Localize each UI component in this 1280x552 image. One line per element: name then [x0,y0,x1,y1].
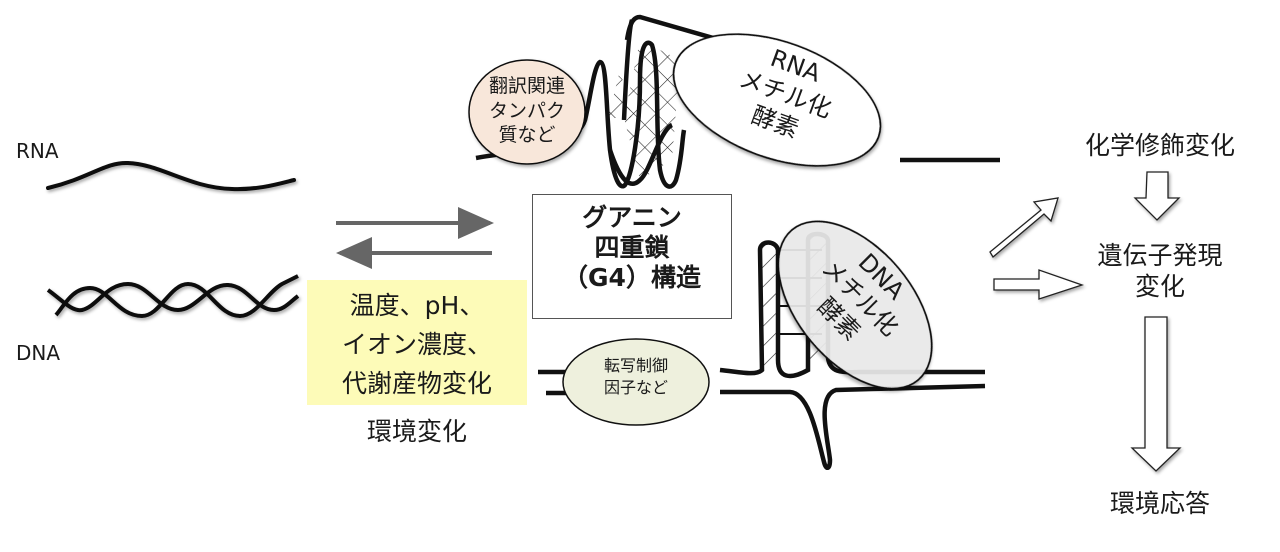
dna-label: DNA [16,341,61,365]
transcription-factor-line-2: 因子など [603,378,668,398]
diagonal-arrow-to-chemical-modification [989,197,1059,258]
rna-methylase-ellipse [672,33,882,167]
environmental-response-label: 環境応答 [1109,489,1210,518]
env-line-3: 代謝産物変化 [341,369,492,398]
transcription-factor-line-1: 転写制御 [603,356,668,375]
arrow-to-gene-expression [993,269,1085,300]
dna-double-helix [46,274,300,319]
dna-methylase-ellipse [777,220,933,390]
arrow-chemical-to-gene-expression [1133,171,1181,221]
transcription-factor-ellipse [562,338,710,426]
rna-label: RNA [16,139,59,163]
rna-g4-structure [475,14,1000,189]
translation-protein-line-2: タンパク [488,99,565,122]
gene-expression-line-2: 変化 [1134,272,1185,302]
g4-structure-box: グアニン 四重鎖 （G4）構造 [532,194,732,319]
environment-caption: 環境変化 [366,417,467,446]
chemical-modification-label: 化学修飾変化 [1084,131,1235,160]
gene-expression-line-1: 遺伝子発現 [1097,241,1223,270]
g4-line-3: （G4）構造 [563,263,701,292]
env-line-1: 温度、pH、 [349,291,485,320]
translation-protein-line-1: 翻訳関連 [488,75,565,97]
rna-strand [46,160,296,192]
transcription-factor-label: 転写制御 因子など [580,355,692,400]
translation-protein-ellipse [468,59,586,165]
arrow-gene-expression-to-response [1130,316,1182,472]
env-line-2: イオン濃度、 [341,330,492,359]
g4-line-1: グアニン [582,203,682,232]
translation-protein-label: 翻訳関連 タンパク 質など [470,74,584,148]
gene-expression-label: 遺伝子発現 変化 [1060,240,1260,303]
environment-change-box: 温度、pH、 イオン濃度、 代謝産物変化 [307,280,527,405]
g4-line-2: 四重鎖 [594,233,670,262]
translation-protein-line-3: 質など [498,124,556,147]
